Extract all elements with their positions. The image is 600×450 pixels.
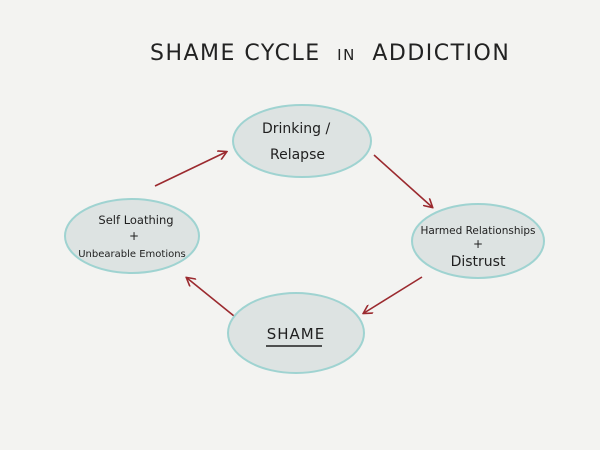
title-part-3: ADDICTION <box>372 41 510 66</box>
node-harmed-relationships: Harmed Relationships + Distrust <box>411 203 545 279</box>
arrow-harmed-to-shame <box>364 276 423 313</box>
arrow-drinking-to-harmed <box>373 154 432 207</box>
arrow-self-loathing-to-drinking <box>154 152 226 187</box>
node-drinking-shape <box>232 104 372 178</box>
title-part-2: IN <box>337 46 356 64</box>
arrow-shame-to-self-loathing <box>187 278 235 317</box>
node-harmed-line2: Distrust <box>451 254 506 270</box>
title-part-1: SHAME CYCLE <box>150 41 321 66</box>
node-self-loathing-plus: + <box>129 229 139 243</box>
node-shame: SHAME <box>227 292 365 374</box>
node-drinking-line2: Relapse <box>270 147 325 163</box>
diagram-title: SHAME CYCLE IN ADDICTION <box>150 41 510 66</box>
node-harmed-line1: Harmed Relationships <box>420 225 535 237</box>
node-self-loathing: Self Loathing + Unbearable Emotions <box>64 198 200 274</box>
node-drinking-relapse: Drinking / Relapse <box>232 104 372 178</box>
node-self-loathing-shape <box>64 198 200 274</box>
node-drinking-line1: Drinking / <box>262 121 331 137</box>
node-shame-label: SHAME <box>267 325 325 343</box>
node-self-loathing-line2: Unbearable Emotions <box>78 249 186 260</box>
node-shame-shape <box>227 292 365 374</box>
node-harmed-shape <box>411 203 545 279</box>
node-self-loathing-line1: Self Loathing <box>98 213 173 227</box>
node-harmed-plus: + <box>473 237 483 251</box>
